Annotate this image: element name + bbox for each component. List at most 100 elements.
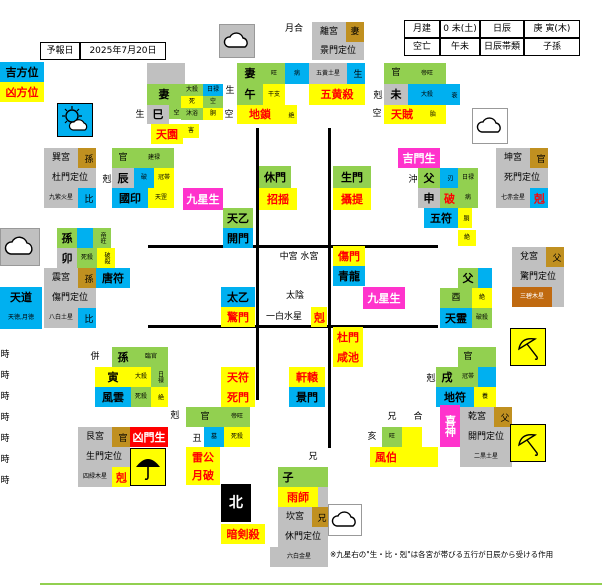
palace-cell: 孫 <box>78 148 96 168</box>
palace-cell: 兄 <box>308 451 318 462</box>
palace-cell: 地鎖 <box>237 105 283 124</box>
palace-cell: 咸池 <box>333 347 363 367</box>
palace-cell: 五符 <box>424 208 458 228</box>
palace-cell: 雨師 <box>278 487 318 507</box>
palace-cell: 孫 <box>57 228 77 248</box>
palace-cell: 生門 <box>333 166 371 188</box>
palace-cell: 墓 <box>204 427 224 447</box>
grid-line-h2 <box>148 325 438 328</box>
north-marker-icon: 北 <box>221 484 251 522</box>
palace-cell: 父 <box>494 407 512 427</box>
palace-cell: 子 <box>278 467 298 487</box>
palace-cell: 軒轅 <box>289 367 325 387</box>
month-gou-rel: 妻 <box>346 22 364 42</box>
palace-cell: 剋 <box>530 188 548 208</box>
palace-cell: 沐浴 <box>181 108 203 120</box>
palace-cell: 午 <box>237 84 263 105</box>
palace-cell: 生 <box>225 85 235 96</box>
palace-cell: 開門定位 <box>460 427 512 447</box>
lucky-direction: 吉方位 <box>0 62 44 82</box>
palace-cell: 八白土星 <box>44 308 78 328</box>
palace-cell: 天園 <box>151 124 183 144</box>
palace-cell: 破殺 <box>97 248 115 268</box>
palace-cell: 比 <box>78 188 96 208</box>
palace-cell: 害 <box>183 124 199 138</box>
palace-cell: 景門 <box>289 387 325 407</box>
palace-cell: 帝旺 <box>224 407 250 427</box>
palace-cell: 孫 <box>112 347 134 367</box>
palace-cell: 凶門生 <box>130 427 168 447</box>
forecast-date: 2025年7月20日 <box>80 42 166 60</box>
palace-cell: 干支 <box>263 84 285 105</box>
palace-cell: 父 <box>546 247 564 267</box>
palace-cell: 酉 <box>440 288 472 308</box>
palace-cell: 驚門定位 <box>512 267 564 287</box>
palace-cell: 父 <box>458 268 478 288</box>
palace-cell: 巽宮 <box>44 148 78 168</box>
palace-cell: 官 <box>458 347 478 367</box>
palace-cell <box>318 487 328 507</box>
palace-cell: 空 <box>169 105 181 119</box>
time-mark: 時 <box>0 370 10 381</box>
cloud-icon <box>219 24 255 58</box>
cloud-icon <box>0 228 40 266</box>
palace-cell: 帝旺 <box>408 63 446 84</box>
palace-cell: 旺 <box>263 63 285 84</box>
palace-cell: 暗剣殺 <box>221 524 265 544</box>
palace-cell: 絶 <box>151 387 168 407</box>
palace-cell: 六白金星 <box>270 547 328 567</box>
day-value: 庚 寅(木) <box>524 20 580 38</box>
palace-cell: 九紫火星 <box>44 188 78 208</box>
month-gou-palace: 離宮 <box>312 22 346 42</box>
palace-cell: 傷門 <box>333 246 365 266</box>
palace-cell: 一白水星 <box>265 311 302 322</box>
palace-cell: 官 <box>112 148 134 168</box>
day-ruler-value: 子孫 <box>524 38 580 56</box>
palace-cell: 破 <box>440 188 458 208</box>
palace-cell: 喜神 <box>440 405 460 447</box>
palace-cell: 死殺 <box>77 248 97 268</box>
palace-cell: 生 <box>347 63 365 84</box>
palace-cell: 冠帯 <box>154 168 174 188</box>
palace-cell: 艮宮 <box>78 427 112 447</box>
grid-line-v1 <box>256 128 259 400</box>
unlucky-direction: 凶方位 <box>0 82 44 102</box>
month-value: 0 未(土) <box>440 20 480 38</box>
palace-cell: 日禄 <box>203 84 223 96</box>
palace-cell: 吉門生 <box>398 148 440 168</box>
month-label: 月建 <box>404 20 440 38</box>
time-mark: 時 <box>0 475 10 486</box>
palace-cell: 破 <box>134 168 154 188</box>
palace-cell: 衰 <box>446 84 460 105</box>
palace-cell: 兄 <box>387 411 397 422</box>
forecast-date-label: 予報日 <box>40 42 80 60</box>
palace-cell: 妻 <box>237 63 263 84</box>
palace-cell: 天罡 <box>148 188 174 208</box>
palace-cell <box>77 228 93 248</box>
palace-cell: 天符 <box>221 367 255 387</box>
palace-cell <box>478 347 496 367</box>
palace-cell: 太乙 <box>221 287 255 307</box>
palace-cell: 休門定位 <box>278 527 328 547</box>
palace-cell: 驚門 <box>221 307 255 327</box>
kubo-value: 午未 <box>440 38 480 56</box>
palace-cell: 五黄土星 <box>309 63 347 84</box>
palace-cell: 中宮 水宮 <box>279 251 319 262</box>
palace-cell: 乾宮 <box>460 407 494 427</box>
palace-cell: 四緑木星 <box>78 467 112 487</box>
palace-cell: 天賊 <box>384 105 420 124</box>
palace-cell: 兌宮 <box>512 247 546 267</box>
palace-cell: 開門 <box>223 228 253 248</box>
palace-cell: 辰 <box>112 168 134 188</box>
palace-cell: 絶 <box>472 288 492 308</box>
palace-cell: 五黄殺 <box>309 84 365 105</box>
palace-cell: 刃 <box>440 168 458 188</box>
palace-cell: 孫 <box>78 268 96 288</box>
palace-cell: 風雲 <box>95 387 131 407</box>
palace-cell: 天徳,月徳 <box>0 307 42 329</box>
palace-cell: 胴 <box>203 108 223 120</box>
palace-cell: 死 <box>181 96 203 108</box>
month-gou-sub: 景門定位 <box>312 42 364 60</box>
palace-cell <box>147 63 185 84</box>
palace-cell: 建禄 <box>134 148 174 168</box>
